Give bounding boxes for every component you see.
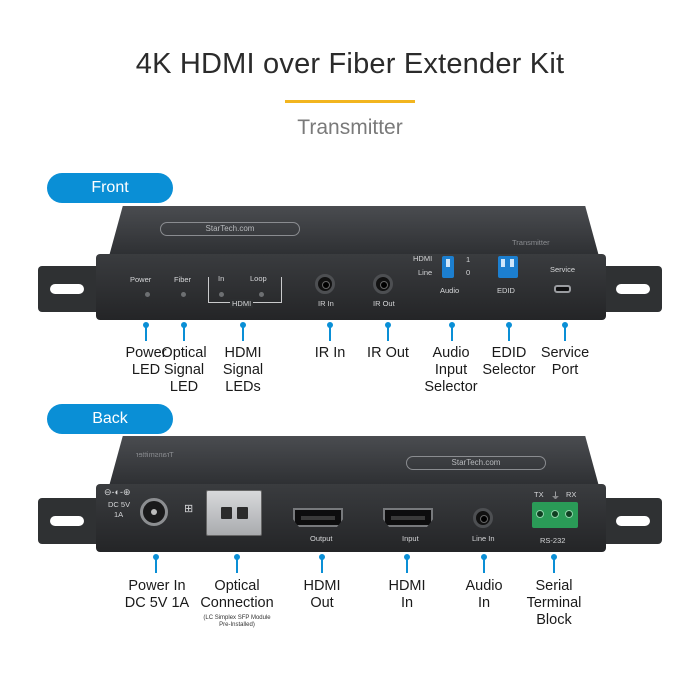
front-device-top: StarTech.com Transmitter	[108, 206, 600, 260]
back-section-badge: Back	[47, 404, 173, 434]
dc-polarity-icon: ⊖-◐-⊕	[104, 487, 131, 497]
ground-icon: ⏚	[551, 491, 561, 501]
tx-label: TX	[534, 490, 544, 499]
ir-out-port-label: IR Out	[373, 299, 395, 308]
power-led	[145, 292, 150, 297]
ir-out-jack	[373, 274, 393, 294]
hdmi-out-leader	[319, 554, 325, 573]
dc-power-jack	[140, 498, 168, 526]
switch-hdmi-label: HDMI	[413, 254, 433, 263]
power-led-leader	[143, 322, 149, 341]
hdmi-output-port	[293, 508, 343, 527]
line-in-jack	[473, 508, 493, 528]
sfp-fiber-module	[206, 490, 262, 536]
ir-out-callout: IR Out	[367, 345, 409, 361]
hdmi-input-port	[383, 508, 433, 527]
switch-zero-label: 0	[466, 268, 471, 277]
optical-connection-leader	[234, 554, 240, 573]
hdmi-loop-led-label: Loop	[250, 274, 267, 283]
power-in-leader	[153, 554, 159, 573]
back-panel: ⊖-◐-⊕ DC 5V 1A ⊞ Output Input Line In TX…	[96, 484, 606, 552]
hdmi-in-led	[219, 292, 224, 297]
hdmi-loop-led	[259, 292, 264, 297]
dc-rating-label: DC 5V	[108, 500, 131, 509]
edid-dip-switch	[498, 256, 518, 278]
optical-led-leader	[181, 322, 187, 341]
page-title: 4K HDMI over Fiber Extender Kit	[135, 48, 565, 80]
output-port-label: Output	[310, 534, 333, 543]
mounting-slot	[50, 284, 84, 294]
service-usb-port	[554, 285, 571, 293]
fiber-led	[181, 292, 186, 297]
mounting-slot	[616, 516, 650, 526]
front-section-badge: Front	[47, 173, 173, 203]
right-mounting-ear	[598, 498, 662, 544]
network-icon: ⊞	[184, 503, 194, 515]
power-led-label: Power	[130, 275, 152, 284]
right-mounting-ear	[598, 266, 662, 312]
ir-in-callout: IR In	[314, 345, 346, 361]
back-device-top: Transmitter StarTech.com	[108, 436, 600, 490]
left-mounting-ear	[38, 498, 102, 544]
title-divider	[285, 100, 415, 103]
rs232-terminal-block	[532, 502, 578, 528]
rs232-port-label: RS-232	[540, 536, 566, 545]
input-port-label: Input	[402, 534, 419, 543]
switch-one-label: 1	[466, 255, 471, 264]
model-label: Transmitter	[512, 238, 550, 247]
service-port-label: Service	[550, 265, 576, 274]
hdmi-in-leader	[404, 554, 410, 573]
dc-current-label: 1A	[114, 510, 124, 519]
fiber-led-label: Fiber	[174, 275, 192, 284]
edid-switch-label: EDID	[497, 286, 515, 295]
ir-in-jack	[315, 274, 335, 294]
ir-in-port-label: IR In	[318, 299, 334, 308]
front-panel: Power Fiber In Loop HDMI IR In IR Out HD…	[96, 254, 606, 320]
model-label: Transmitter	[136, 450, 174, 459]
audio-selector-switch	[442, 256, 454, 278]
rx-label: RX	[566, 490, 577, 499]
audio-switch-label: Audio	[440, 286, 460, 295]
hdmi-led-group-label: HDMI	[230, 299, 254, 308]
hdmi-leds-leader	[240, 322, 246, 341]
ir-out-leader	[385, 322, 391, 341]
mounting-slot	[616, 284, 650, 294]
edid-leader	[506, 322, 512, 341]
audio-in-leader	[481, 554, 487, 573]
brand-plate: StarTech.com	[160, 222, 300, 236]
hdmi-in-led-label: In	[218, 274, 225, 283]
mounting-slot	[50, 516, 84, 526]
serial-terminal-leader	[551, 554, 557, 573]
switch-line-label: Line	[418, 268, 433, 277]
audio-selector-leader	[449, 322, 455, 341]
brand-plate: StarTech.com	[406, 456, 546, 470]
left-mounting-ear	[38, 266, 102, 312]
service-port-leader	[562, 322, 568, 341]
line-in-port-label: Line In	[472, 534, 495, 543]
ir-in-leader	[327, 322, 333, 341]
page-subtitle: Transmitter	[297, 116, 403, 139]
